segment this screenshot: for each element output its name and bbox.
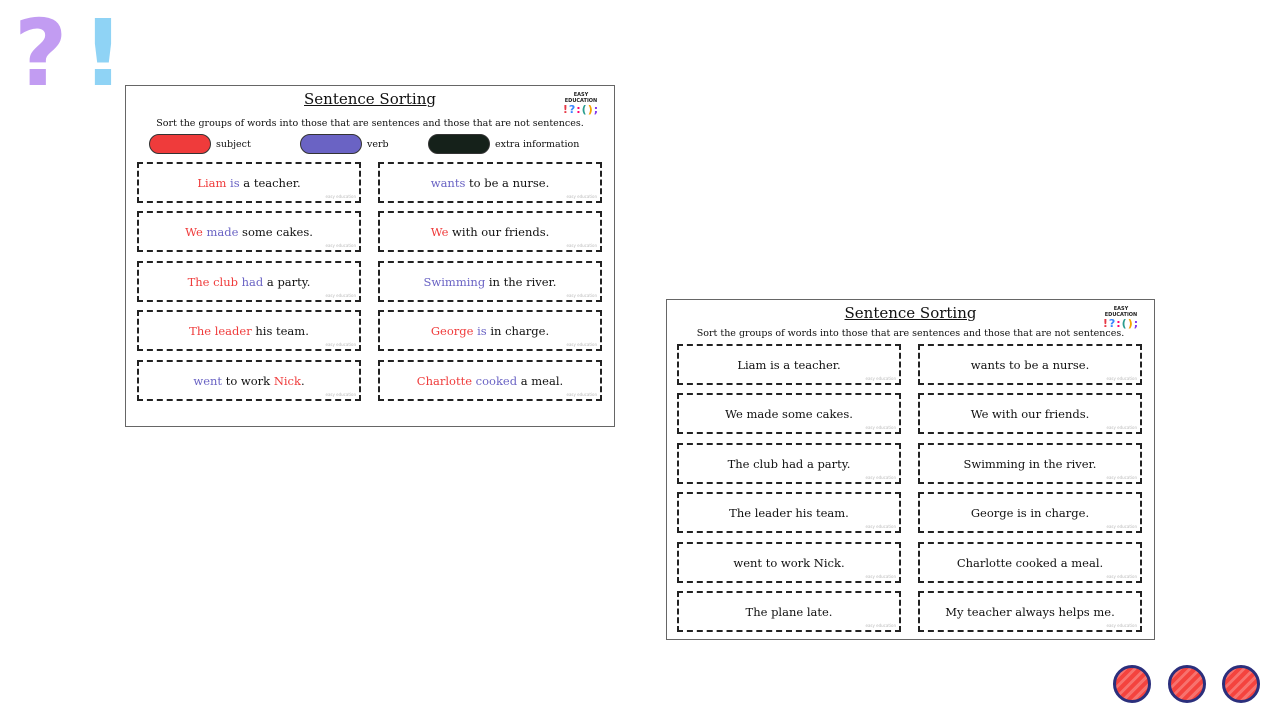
nav-dot-2[interactable] <box>1168 665 1206 703</box>
sentence-card[interactable]: We with our friends. easy education <box>378 211 602 252</box>
watermark: easy education <box>566 243 597 248</box>
sentence-card[interactable]: My teacher always helps me.easy educatio… <box>918 591 1142 632</box>
watermark: easy education <box>325 243 356 248</box>
sentence-card[interactable]: Swimming in the river.easy education <box>918 443 1142 484</box>
logo-symbols: !?:(); <box>562 103 600 116</box>
sentence-card[interactable]: went to work Nick.easy education <box>677 542 901 583</box>
sentence-card[interactable]: George is in charge.easy education <box>918 492 1142 533</box>
watermark: easy education <box>566 194 597 199</box>
watermark: easy education <box>1106 574 1137 579</box>
watermark: easy education <box>1106 475 1137 480</box>
sentence-card[interactable]: George is in charge. easy education <box>378 310 602 351</box>
watermark: easy education <box>865 574 896 579</box>
easy-education-logo: EASY EDUCATION !?:(); <box>1097 306 1145 330</box>
logo-symbols: !?:(); <box>1102 317 1140 330</box>
sentence-card[interactable]: Liam is a teacher. easy education <box>137 162 361 203</box>
sentence-card[interactable]: The club had a party.easy education <box>677 443 901 484</box>
worksheet-coloured: Sentence Sorting EASY EDUCATION !?:(); S… <box>125 85 615 427</box>
worksheet-title: Sentence Sorting <box>844 304 977 322</box>
instruction-text: Sort the groups of words into those that… <box>156 118 584 129</box>
sentence-card[interactable]: wants to be a nurse.easy education <box>918 344 1142 385</box>
sentence-card[interactable]: We with our friends.easy education <box>918 393 1142 434</box>
sentence-card[interactable]: We made some cakes.easy education <box>677 393 901 434</box>
watermark: easy education <box>566 342 597 347</box>
watermark: easy education <box>1106 376 1137 381</box>
sentence-card[interactable]: Charlotte cooked a meal. easy education <box>378 360 602 401</box>
key-subject: subject <box>149 134 251 154</box>
key-label: extra information <box>495 138 580 150</box>
logo-text: EASY EDUCATION <box>564 92 598 104</box>
sentence-card[interactable]: The leader his team.easy education <box>677 492 901 533</box>
watermark: easy education <box>865 623 896 628</box>
verb-swatch <box>300 134 362 154</box>
watermark: easy education <box>325 342 356 347</box>
watermark: easy education <box>566 392 597 397</box>
watermark: easy education <box>1106 425 1137 430</box>
subject-swatch <box>149 134 211 154</box>
worksheet-plain: Sentence Sorting EASY EDUCATION !?:(); S… <box>666 299 1155 640</box>
sentence-card[interactable]: Liam is a teacher.easy education <box>677 344 901 385</box>
nav-dot-3[interactable] <box>1222 665 1260 703</box>
exclamation-mark-decoration: ! <box>82 0 124 107</box>
sentence-card[interactable]: The club had a party. easy education <box>137 261 361 302</box>
sentence-card[interactable]: Swimming in the river. easy education <box>378 261 602 302</box>
watermark: easy education <box>325 293 356 298</box>
key-verb: verb <box>300 134 389 154</box>
watermark: easy education <box>566 293 597 298</box>
nav-dot-1[interactable] <box>1113 665 1151 703</box>
watermark: easy education <box>865 475 896 480</box>
key-label: subject <box>216 138 251 150</box>
sentence-card[interactable]: Charlotte cooked a meal.easy education <box>918 542 1142 583</box>
sentence-card[interactable]: The plane late.easy education <box>677 591 901 632</box>
key-extra-information: extra information <box>428 134 579 154</box>
key-label: verb <box>367 138 389 150</box>
extra-information-swatch <box>428 134 490 154</box>
sentence-card[interactable]: went to work Nick. easy education <box>137 360 361 401</box>
watermark: easy education <box>325 392 356 397</box>
sentence-card[interactable]: We made some cakes. easy education <box>137 211 361 252</box>
watermark: easy education <box>1106 623 1137 628</box>
worksheet-title: Sentence Sorting <box>304 90 436 108</box>
watermark: easy education <box>865 524 896 529</box>
sentence-card[interactable]: wants to be a nurse. easy education <box>378 162 602 203</box>
watermark: easy education <box>865 425 896 430</box>
watermark: easy education <box>865 376 896 381</box>
instruction-text: Sort the groups of words into those that… <box>696 328 1125 339</box>
watermark: easy education <box>325 194 356 199</box>
sentence-card[interactable]: The leader his team. easy education <box>137 310 361 351</box>
easy-education-logo: EASY EDUCATION !?:(); <box>557 92 605 116</box>
logo-text: EASY EDUCATION <box>1104 306 1138 318</box>
watermark: easy education <box>1106 524 1137 529</box>
question-mark-decoration: ? <box>14 0 68 107</box>
